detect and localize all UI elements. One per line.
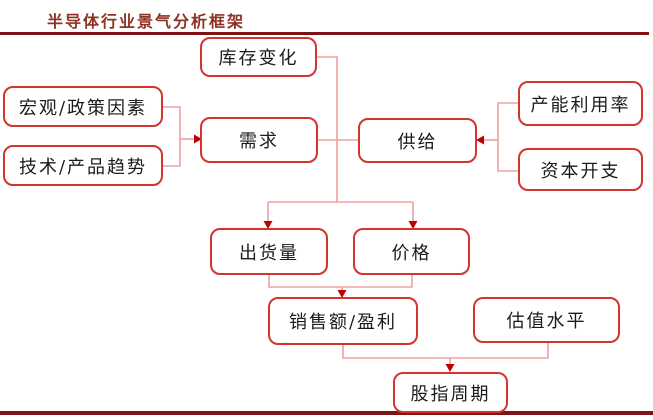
arrowhead-into-supply [476, 135, 484, 145]
bottom-rule [0, 411, 653, 415]
diagram-title: 半导体行业景气分析框架 [47, 12, 246, 31]
arrowhead-into-sales [337, 290, 347, 298]
connector-inventory-to-junction [317, 56, 338, 202]
arrowhead-into-demand [194, 134, 202, 144]
connector-left-bracket [163, 106, 181, 167]
node-tech: 技术/产品趋势 [3, 145, 163, 186]
arrowhead-into-price [408, 221, 418, 229]
node-valuation: 估值水平 [473, 297, 620, 343]
node-shipments: 出货量 [210, 228, 328, 275]
connector-right-bracket [497, 102, 520, 172]
node-capex: 资本开支 [518, 148, 643, 191]
node-demand: 需求 [200, 117, 318, 163]
node-capacity: 产能利用率 [518, 81, 643, 126]
node-inventory: 库存变化 [200, 37, 317, 77]
connector-sales-valuation-merge [342, 343, 549, 359]
arrowhead-into-index [445, 364, 455, 372]
arrowhead-into-shipments [263, 221, 273, 229]
top-rule [0, 32, 649, 35]
node-supply: 供给 [358, 118, 477, 163]
node-macro: 宏观/政策因素 [3, 86, 163, 127]
connector-shipments-price-merge [268, 275, 413, 288]
node-sales: 销售额/盈利 [268, 297, 418, 345]
node-index: 股指周期 [393, 372, 508, 413]
node-price: 价格 [353, 228, 470, 275]
